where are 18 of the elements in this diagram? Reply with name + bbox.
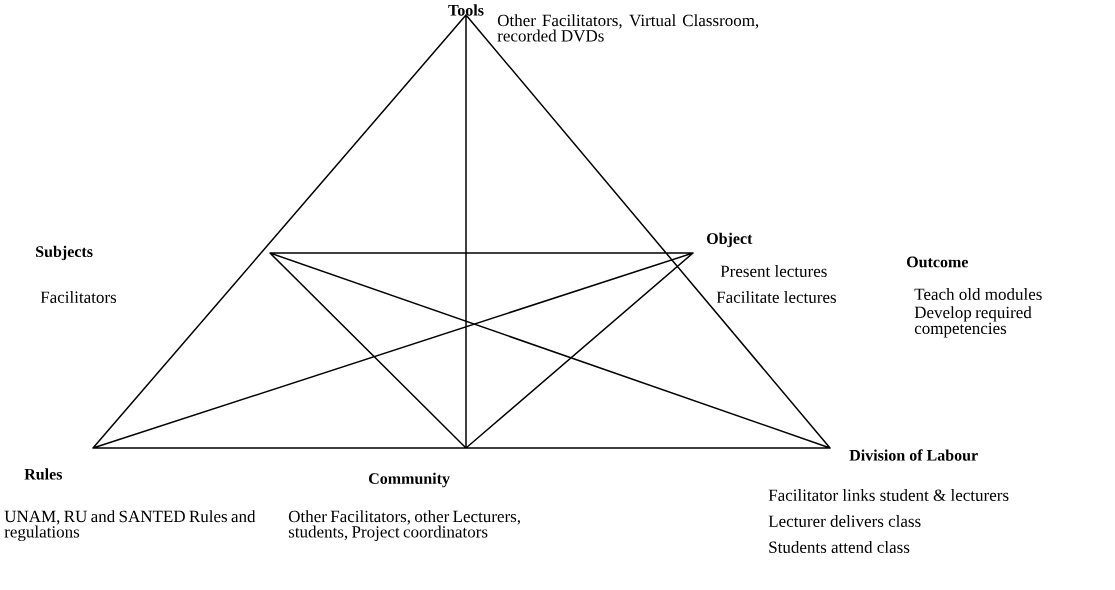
description-text: Other Facilitators, other Lecturers, students, Project coordinators (288, 510, 520, 542)
description-text: Facilitator links student & lecturers (768, 489, 1009, 501)
description-text: Other Facilitators, Virtual Classroom, recorded DVDs (497, 14, 759, 42)
description-text: Students attend class (769, 541, 910, 553)
description-text: Facilitate lectures (716, 291, 836, 303)
vertex-label: Division of Labour (849, 449, 978, 461)
vertex-label: Rules (24, 468, 63, 480)
vertex-label: Outcome (907, 256, 968, 268)
description-text: Present lectures (720, 265, 827, 277)
description-text: Lecturer delivers class (768, 515, 921, 527)
vertex-label: Object (707, 232, 753, 248)
vertex-label: Subjects (36, 245, 93, 261)
description-text: Teach old modules (914, 288, 1042, 300)
vertex-label: Tools (448, 4, 484, 16)
description-text: UNAM, RU and SANTED Rules and regulations (4, 510, 256, 542)
description-text: Develop required competencies (914, 306, 1032, 338)
description-text: Facilitators (40, 291, 117, 303)
vertex-label: Community (369, 472, 450, 488)
